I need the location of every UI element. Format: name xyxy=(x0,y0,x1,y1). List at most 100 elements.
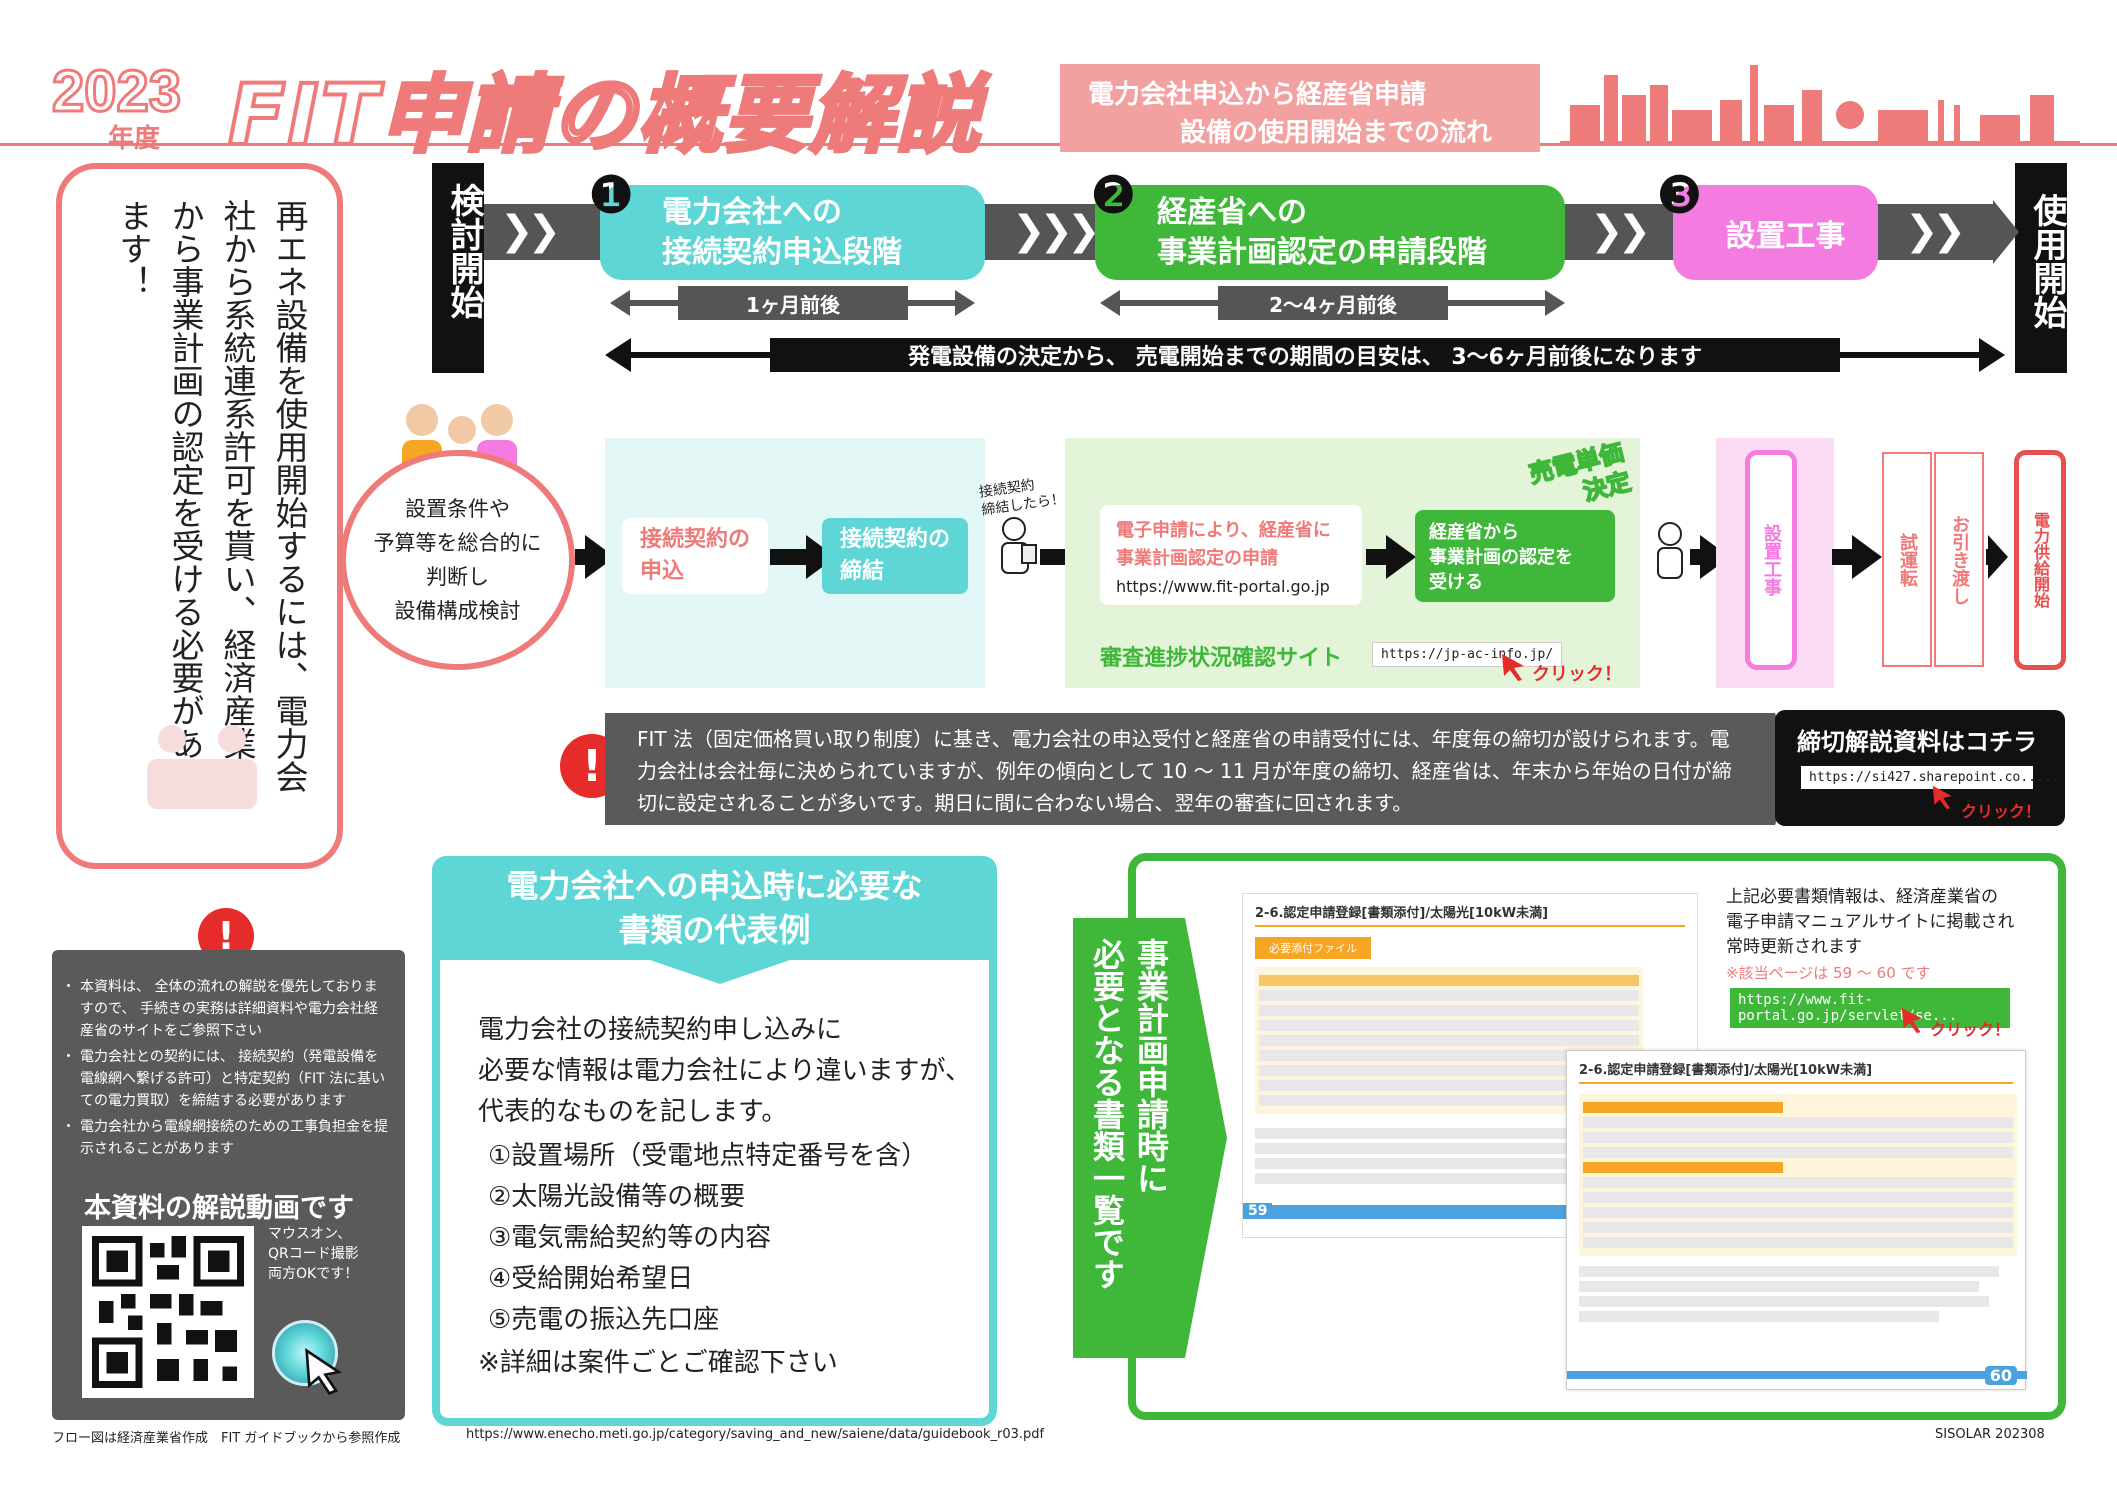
video-play-button[interactable] xyxy=(272,1320,338,1386)
plan-docs-click: クリック！ xyxy=(1930,1020,2011,1039)
chevrons-4: ❯❯ xyxy=(1905,208,1966,254)
header: 2023 年度 FIT申請の概要解説 電力会社申込から経産省申請 設備の使用開始… xyxy=(0,0,2117,166)
arrow-2-bar xyxy=(770,549,810,565)
total-period-arrow: 発電設備の決定から、 売電開始までの期間の目安は、 3〜6ヶ月前後になります xyxy=(605,338,2005,372)
docs-footnote: ※詳細は案件ごとご確認下さい xyxy=(478,1348,838,1378)
intro-text: 再エネ設備を使用開始するには、電力会社から系統連系許可を貰い、経済産業省から事業… xyxy=(114,199,309,793)
power-start-text: 電力供給開始 xyxy=(2031,512,2050,608)
step2-duration-arrow: 2〜4ヶ月前後 xyxy=(1100,286,1565,320)
page60-footer-bar xyxy=(1567,1371,2027,1379)
deadline-click: クリック！ xyxy=(1961,802,2042,821)
plan-docs-info: 上記必要書類情報は、経済産業省の 電子申請マニュアルサイトに掲載され 常時更新さ… xyxy=(1726,887,2015,957)
e-apply-text: 電子申請により、経産省に 事業計画認定の申請 xyxy=(1116,520,1331,569)
page60-table xyxy=(1579,1094,2017,1256)
year: 2023 xyxy=(50,58,182,126)
e-apply-box: 電子申請により、経産省に 事業計画認定の申請 https://www.fit-p… xyxy=(1100,505,1362,605)
footer-credit: SISOLAR 202308 xyxy=(1935,1427,2045,1442)
page-title: FIT申請の概要解説 xyxy=(226,64,982,166)
deadline-title: 締切解説資料はコチラ xyxy=(1797,728,2037,756)
step2-box: 経産省への 事業計画認定の申請段階 xyxy=(1095,185,1565,280)
flow-end: 使用開始 xyxy=(2015,163,2067,373)
docs-item: ④受給開始希望日 xyxy=(488,1264,694,1294)
meeting-illustration-icon xyxy=(147,725,257,809)
note-item: 本資料は、 全体の流れの解説を優先しておりますので、 手続きの実務は詳細資料や電… xyxy=(80,976,389,1042)
review-site-link[interactable]: https://jp-ac-info.jp/ xyxy=(1372,642,1563,667)
apply-text: 接続契約の 申込 xyxy=(639,527,750,584)
step3-label: 設置工事 xyxy=(1725,218,1846,254)
review-site-label: 審査進捗状況確認サイト xyxy=(1100,646,1343,671)
step1-label: 電力会社への 接続契約申込段階 xyxy=(662,195,902,270)
review-site-click: クリック！ xyxy=(1532,664,1622,685)
after-sign-note: 接続契約 締結したら！ xyxy=(978,477,1066,519)
video-note: マウスオン、 QRコード撮影 両方OKです！ xyxy=(268,1226,359,1282)
plan-docs-banner: 事業計画申請時に 必要となる書類一覧です xyxy=(1073,918,1185,1358)
certified-text: 経産省から 事業計画の認定を 受ける xyxy=(1429,522,1573,593)
flow-band-head xyxy=(1993,200,2019,264)
page60-title: 2-6.認定申請登録[書類添付]/太陽光[10kW未満] xyxy=(1579,1059,2013,1084)
flow-start-label: 検討開始 xyxy=(444,183,484,319)
handover-text: お引き渡し xyxy=(1949,514,1970,605)
deadline-box: 締切解説資料はコチラ https://si427.sharepoint.co..… xyxy=(1775,710,2065,826)
total-period: 発電設備の決定から、 売電開始までの期間の目安は、 3〜6ヶ月前後になります xyxy=(770,338,1840,372)
arrow-6-bar xyxy=(1832,549,1856,565)
page60-number: 60 xyxy=(1984,1366,2017,1385)
consider-circle: 設置条件や 予算等を総合的に 判断し 設備構成検討 xyxy=(340,450,575,670)
notice-text: FIT 法（固定価格買い取り制度）に基き、電力会社の申込受付と経産省の申請受付に… xyxy=(637,727,1732,815)
manual-page-60: 2-6.認定申請登録[書類添付]/太陽光[10kW未満] 60 xyxy=(1566,1050,2027,1390)
video-title: 本資料の解説動画です xyxy=(84,1193,354,1224)
subtitle-banner: 電力会社申込から経産省申請 設備の使用開始までの流れ xyxy=(1060,64,1540,152)
year-suffix: 年度 xyxy=(108,124,161,154)
trial-box: 試運転 xyxy=(1882,452,1932,667)
qr-code-icon xyxy=(92,1236,244,1388)
apply-box: 接続契約の 申込 xyxy=(622,518,768,594)
step2-duration: 2〜4ヶ月前後 xyxy=(1218,286,1448,320)
cursor-arrow-icon xyxy=(1932,785,1952,810)
deadline-link[interactable]: https://si427.sharepoint.co..... xyxy=(1801,766,2059,789)
page59-number: 59 xyxy=(1243,1203,1273,1219)
person-with-document-icon xyxy=(1001,517,1037,574)
notes-box: 本資料は、 全体の流れの解説を優先しておりますので、 手続きの実務は詳細資料や電… xyxy=(52,950,405,1420)
step3-box: 設置工事 xyxy=(1673,185,1878,280)
subtitle-line2: 設備の使用開始までの流れ xyxy=(1180,118,1493,148)
sign-text: 接続契約の 締結 xyxy=(839,527,950,584)
page59-tab: 必要添付ファイル xyxy=(1255,937,1371,959)
intro-box: 再エネ設備を使用開始するには、電力会社から系統連系許可を貰い、経済産業省から事業… xyxy=(56,163,343,869)
power-start-box: 電力供給開始 xyxy=(2014,450,2066,670)
cursor-pointer-icon xyxy=(305,1348,343,1395)
footer-url[interactable]: https://www.enecho.meti.go.jp/category/s… xyxy=(466,1427,1045,1442)
city-skyline-icon xyxy=(1560,65,2080,145)
docs-box: 電力会社への申込時に必要な 書類の代表例 電力会社の接続契約申し込みに 必要な情… xyxy=(432,856,997,1426)
e-apply-url[interactable]: https://www.fit-portal.go.jp xyxy=(1116,577,1330,596)
install-box: 設置工事 xyxy=(1745,450,1797,670)
plan-docs-link[interactable]: https://www.fit-portal.go.jp/servlet/se.… xyxy=(1730,988,2010,1028)
arrow-6 xyxy=(1852,535,1882,579)
plan-docs-title-2: 必要となる書類一覧です xyxy=(1088,938,1126,1290)
chevrons-2: ❯❯❯ xyxy=(1012,208,1101,254)
step1-number: ❶ xyxy=(588,166,635,226)
arrow-4 xyxy=(1386,535,1416,579)
cursor-arrow-icon xyxy=(1502,654,1524,681)
chevrons-1: ❯❯ xyxy=(500,208,561,254)
chevrons-3: ❯❯ xyxy=(1590,208,1651,254)
docs-item: ②太陽光設備等の概要 xyxy=(488,1182,746,1212)
sign-box: 接続契約の 締結 xyxy=(822,518,968,594)
qr-code[interactable] xyxy=(82,1226,254,1398)
arrow-7 xyxy=(1988,535,2008,579)
footer-source: フロー図は経済産業省作成 FIT ガイドブックから参照作成 xyxy=(52,1431,401,1446)
plan-docs-pages: ※該当ページは 59 〜 60 です xyxy=(1726,964,1931,982)
cursor-arrow-icon xyxy=(1901,1007,1923,1034)
note-item: 電力会社から電線網接続のための工事負担金を提示されることがあります xyxy=(80,1116,389,1160)
person-thumbs-up-icon xyxy=(1657,522,1683,579)
page59-title: 2-6.認定申請登録[書類添付]/太陽光[10kW未満] xyxy=(1255,902,1685,927)
handover-box: お引き渡し xyxy=(1934,452,1984,667)
docs-list: ①設置場所（受電地点特定番号を含） ②太陽光設備等の概要 ③電気需給契約等の内容… xyxy=(488,1136,927,1341)
consider-text: 設置条件や 予算等を総合的に 判断し 設備構成検討 xyxy=(373,497,542,623)
docs-title-bar: 電力会社への申込時に必要な 書類の代表例 xyxy=(432,856,997,960)
docs-item: ③電気需給契約等の内容 xyxy=(488,1223,772,1253)
step1-box: 電力会社への 接続契約申込段階 xyxy=(600,185,985,280)
docs-item: ①設置場所（受電地点特定番号を含） xyxy=(488,1141,928,1171)
notice-box: FIT 法（固定価格買い取り制度）に基き、電力会社の申込受付と経産省の申請受付に… xyxy=(605,713,1775,825)
docs-item: ⑤売電の振込先口座 xyxy=(488,1305,720,1335)
step2-number: ❷ xyxy=(1090,166,1137,226)
install-text: 設置工事 xyxy=(1761,524,1782,596)
